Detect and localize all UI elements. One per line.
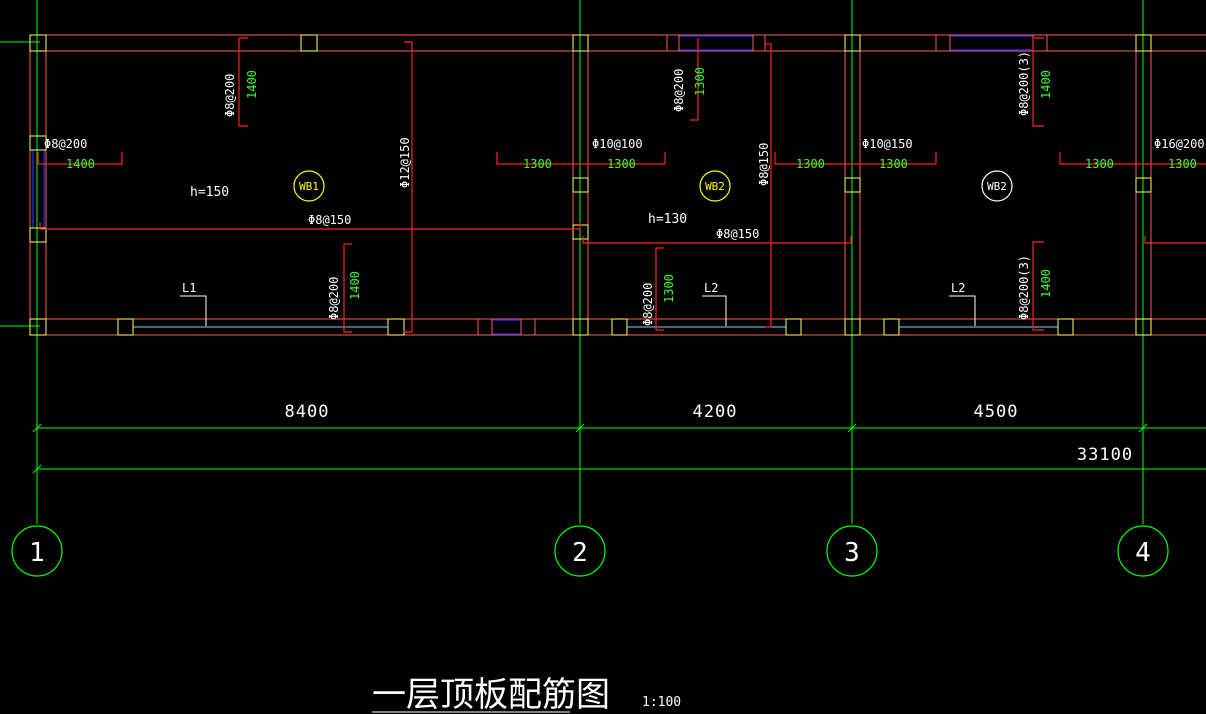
rebar-label-bottom-bay2: Φ8@200 xyxy=(641,283,655,326)
column xyxy=(844,34,861,52)
axis-lines xyxy=(0,0,1144,524)
rebar-bottom-bay1 xyxy=(343,244,352,333)
rebar-len-top-bay3: 1400 xyxy=(1039,70,1053,99)
column xyxy=(785,318,802,336)
rebar-len-left-bay1: 1400 xyxy=(66,157,95,171)
beam-leaders xyxy=(180,295,976,326)
rebar-label-vert-bay2: Φ8@150 xyxy=(757,143,771,186)
column xyxy=(300,34,318,52)
rebar-label-left-bay3: Φ10@150 xyxy=(862,137,913,151)
rebar-lines xyxy=(37,37,1206,333)
rebar-len-top-bay2: 1300 xyxy=(693,67,707,96)
drawing-scale: 1:100 xyxy=(642,695,681,710)
column xyxy=(572,318,589,336)
window-blocks xyxy=(477,34,1048,336)
rebar-top-bay2 xyxy=(690,38,699,121)
slab-tag-circle-wb1[interactable] xyxy=(293,170,325,202)
rebar-right-bay1 xyxy=(496,152,580,165)
rebar-len-top-bay1: 1400 xyxy=(245,70,259,99)
axis-label-2: 2 xyxy=(572,538,588,568)
rebar-horiz-bay4 xyxy=(1144,236,1206,244)
rebar-left-bay1 xyxy=(37,152,123,165)
column xyxy=(883,318,900,336)
column xyxy=(572,34,589,52)
rebar-label-horiz-bay2: Φ8@150 xyxy=(716,227,759,241)
slab-thickness-wb1: h=150 xyxy=(190,185,229,200)
rebar-len-bottom-bay3: 1400 xyxy=(1039,269,1053,298)
axis-bubble-4[interactable] xyxy=(1117,525,1169,577)
column xyxy=(844,318,861,336)
column xyxy=(29,227,47,243)
rebar-len-right-bay2: 1300 xyxy=(796,157,825,171)
slab-tag-circle-wb2-bay3[interactable] xyxy=(981,170,1013,202)
axis-label-1: 1 xyxy=(29,538,45,568)
rebar-len-left-bay4: 1300 xyxy=(1168,157,1197,171)
slab-tag-wb2-bay3: WB2 xyxy=(987,180,1007,193)
rebar-label-bottom-bay3: Φ8@200(3) xyxy=(1017,255,1031,320)
column xyxy=(387,318,405,336)
rebar-label-bottom-bay1: Φ8@200 xyxy=(327,277,341,320)
rebar-vert-bay2 xyxy=(765,43,772,328)
rebar-label-top-bay2: Φ8@200 xyxy=(672,69,686,112)
axis-label-4: 4 xyxy=(1135,538,1151,568)
rebar-right-bay3 xyxy=(1059,152,1143,165)
rebar-bottom-bay2 xyxy=(655,247,664,331)
axis-bubble-3[interactable] xyxy=(826,525,878,577)
column xyxy=(844,177,861,193)
beam-label-l2-bay2: L2 xyxy=(704,281,718,295)
column xyxy=(1135,177,1152,193)
column xyxy=(1135,34,1152,52)
rebar-horiz-bay1 xyxy=(39,222,581,230)
rebar-len-right-bay1: 1300 xyxy=(523,157,552,171)
drawing-title: 一层顶板配筋图 xyxy=(372,675,610,714)
axis-bubble-2[interactable] xyxy=(554,525,606,577)
column xyxy=(1135,318,1152,336)
rebar-left-bay3 xyxy=(852,152,937,165)
dimension-bay-2-3: 4200 xyxy=(693,402,738,422)
dimension-lines xyxy=(32,423,1206,474)
slab-tag-wb2-bay2: WB2 xyxy=(705,180,725,193)
slab-tag-wb1: WB1 xyxy=(299,180,319,193)
rebar-left-bay2 xyxy=(580,152,666,165)
rebar-label-left-bay4: Φ16@200 xyxy=(1154,137,1205,151)
rebar-bottom-bay3 xyxy=(1032,241,1044,331)
rebar-label-top-bay1: Φ8@200 xyxy=(223,74,237,117)
dimension-overall: 33100 xyxy=(1077,445,1133,465)
rebar-label-left-bay2: Φ10@100 xyxy=(592,137,643,151)
rebar-len-left-bay3: 1300 xyxy=(879,157,908,171)
rebar-top-bay1 xyxy=(238,38,248,127)
column xyxy=(29,135,47,151)
rebar-vert-bay1 xyxy=(404,41,413,333)
axis-bubbles xyxy=(11,525,1169,577)
beam-label-l2-bay3: L2 xyxy=(951,281,965,295)
column xyxy=(29,34,47,52)
slab-thickness-wb2: h=130 xyxy=(648,212,687,227)
rebar-len-bottom-bay2: 1300 xyxy=(662,274,676,303)
rebar-top-bay3 xyxy=(1032,37,1044,127)
dimension-bay-3-4: 4500 xyxy=(974,402,1019,422)
rebar-right-bay2 xyxy=(774,152,852,165)
rebar-label-left-bay1: Φ8@200 xyxy=(44,137,87,151)
window-openings xyxy=(32,35,1046,335)
rebar-len-bottom-bay1: 1400 xyxy=(348,271,362,300)
column xyxy=(572,177,589,193)
column xyxy=(611,318,628,336)
rebar-horiz-bay2 xyxy=(582,236,852,244)
axis-label-3: 3 xyxy=(844,538,860,568)
column xyxy=(1057,318,1074,336)
column xyxy=(117,318,134,336)
rebar-label-top-bay3: Φ8@200(3) xyxy=(1017,51,1031,116)
dimension-bay-1-2: 8400 xyxy=(285,402,330,422)
rebar-label-vert-bay1: Φ12@150 xyxy=(398,137,412,188)
slab-tag-circle-wb2-bay2[interactable] xyxy=(699,170,731,202)
rebar-len-left-bay2: 1300 xyxy=(607,157,636,171)
rebar-label-horiz-bay1: Φ8@150 xyxy=(308,213,351,227)
rebar-len-right-bay3: 1300 xyxy=(1085,157,1114,171)
axis-bubble-1[interactable] xyxy=(11,525,63,577)
column xyxy=(29,318,47,336)
beam-label-l1: L1 xyxy=(182,281,196,295)
